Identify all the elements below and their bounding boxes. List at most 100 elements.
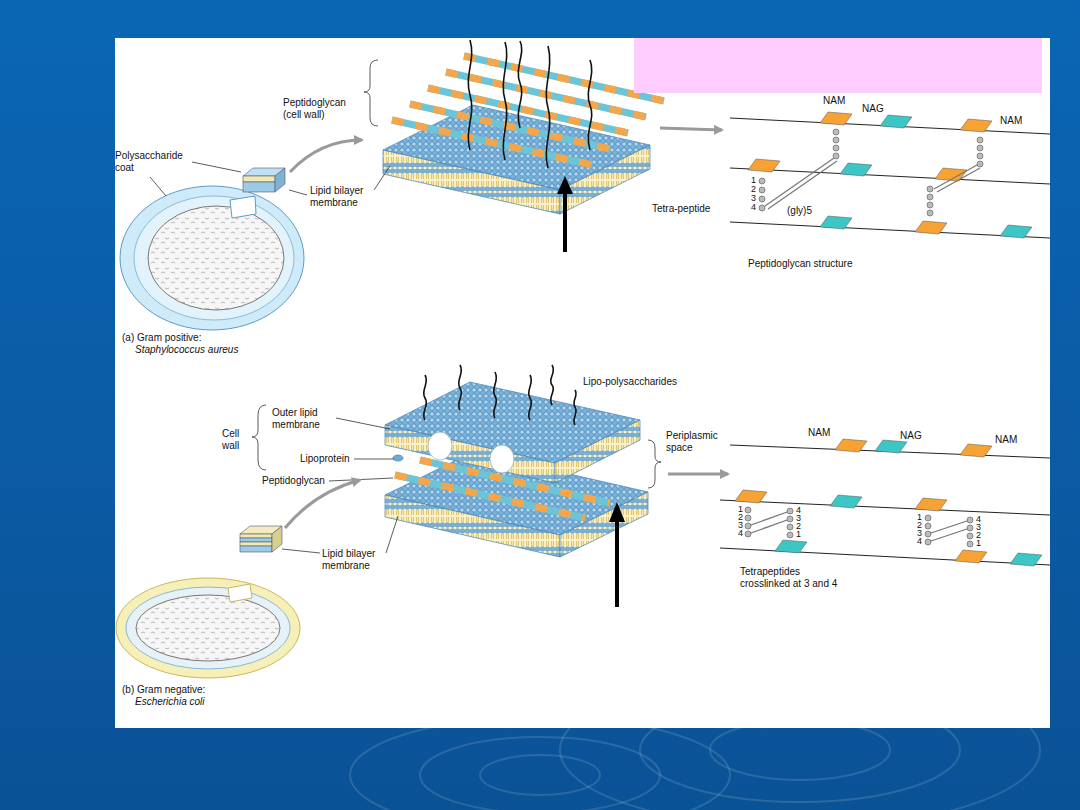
gram-positive-cell bbox=[134, 196, 294, 320]
sugar-units bbox=[748, 112, 1032, 238]
gly-bridges bbox=[765, 158, 980, 209]
outer-membrane-slab bbox=[490, 445, 514, 473]
crosslink-bonds bbox=[748, 519, 790, 534]
membrane-slab bbox=[560, 145, 650, 214]
callout-number: 4 bbox=[738, 529, 743, 538]
part-label: Cell wall bbox=[222, 428, 248, 452]
crosslink-bonds bbox=[748, 511, 970, 542]
membrane-slab bbox=[383, 150, 560, 214]
glycan-backbones bbox=[730, 222, 1050, 238]
callout-number: 2 bbox=[976, 531, 981, 540]
zoom-arrows bbox=[285, 480, 360, 528]
zoom-arrows bbox=[660, 128, 722, 130]
ripple-pattern bbox=[480, 755, 600, 795]
wall-sample-cube bbox=[240, 542, 272, 546]
peptidoglycan-layers bbox=[410, 104, 610, 149]
part-label: Peptidoglycan bbox=[262, 475, 325, 487]
outer-membrane-slab bbox=[428, 432, 452, 460]
callout-number: 3 bbox=[796, 514, 801, 523]
amino-acid-dots bbox=[977, 161, 983, 167]
amino-acid-dots bbox=[977, 153, 983, 159]
sugar-units bbox=[840, 163, 872, 176]
species-name: Escherichia coli bbox=[135, 696, 204, 708]
amino-acid-dots bbox=[977, 137, 983, 143]
leader-lines bbox=[252, 405, 661, 553]
sugar-label: NAG bbox=[862, 103, 884, 115]
part-label: Lipoprotein bbox=[300, 453, 349, 465]
callout-number: 4 bbox=[751, 203, 756, 212]
leader-lines bbox=[289, 190, 307, 195]
amino-acid-dots bbox=[833, 129, 839, 135]
lps-strands bbox=[574, 390, 576, 425]
membrane-slab bbox=[383, 105, 650, 214]
amino-acid-dots bbox=[759, 178, 765, 184]
amino-acid-dots bbox=[927, 202, 933, 208]
amino-acid-dots bbox=[759, 205, 765, 211]
amino-acid-dots bbox=[787, 508, 793, 514]
amino-acid-dots bbox=[925, 539, 931, 545]
gram-positive-cell bbox=[230, 196, 256, 218]
amino-acid-dots bbox=[787, 532, 793, 538]
leader-lines bbox=[150, 177, 166, 196]
part-label: Lipo-polysaccharides bbox=[583, 376, 677, 388]
callout-number: 3 bbox=[976, 523, 981, 532]
crosslink-bonds bbox=[928, 520, 970, 534]
part-label: (gly)5 bbox=[787, 205, 812, 217]
gram-positive-cell bbox=[148, 206, 284, 310]
part-label: Outer lipid membrane bbox=[272, 407, 334, 431]
gly-bridges bbox=[768, 161, 837, 209]
gly-bridges bbox=[937, 168, 980, 192]
focus-arrow bbox=[609, 502, 625, 522]
part-label: Polysaccharide coat bbox=[115, 150, 193, 174]
amino-acid-dots bbox=[745, 523, 751, 529]
lps-strands bbox=[424, 375, 427, 420]
amino-acid-dots bbox=[927, 210, 933, 216]
gly-bridges bbox=[934, 165, 977, 189]
teichoic-acid-strands bbox=[518, 41, 521, 128]
outer-membrane-slab bbox=[385, 382, 640, 483]
amino-acid-dots bbox=[925, 523, 931, 529]
leader-lines bbox=[354, 459, 394, 460]
glycan-backbones bbox=[720, 445, 1050, 565]
panel-caption: (b) Gram negative: bbox=[122, 684, 205, 696]
amino-acid-dots bbox=[745, 507, 751, 513]
peptidoglycan-layers bbox=[392, 120, 592, 165]
leader-lines bbox=[364, 60, 378, 126]
focus-arrow bbox=[557, 176, 573, 194]
glycan-backbones bbox=[720, 548, 1050, 565]
leader-lines bbox=[336, 418, 390, 429]
sugar-units bbox=[915, 498, 947, 511]
gram-negative-cell bbox=[116, 578, 300, 678]
glycan-backbones bbox=[730, 118, 1050, 238]
callout-number: 1 bbox=[796, 530, 801, 539]
gly-bridges bbox=[765, 158, 834, 206]
amino-acid-dots bbox=[833, 137, 839, 143]
sugar-units bbox=[1000, 225, 1032, 238]
wall-sample-cube bbox=[240, 546, 272, 552]
callout-number: 1 bbox=[751, 176, 756, 185]
sugar-units bbox=[748, 159, 780, 172]
callout-number: 3 bbox=[751, 194, 756, 203]
leader-lines bbox=[374, 166, 390, 190]
ripple-pattern bbox=[710, 720, 890, 780]
part-label: Periplasmic space bbox=[666, 430, 726, 454]
teichoic-acid-strands bbox=[468, 40, 591, 168]
sugar-label: NAM bbox=[808, 427, 830, 439]
crosslink-bonds bbox=[928, 528, 970, 542]
amino-acid-dots bbox=[927, 186, 933, 192]
wall-sample-cube bbox=[243, 168, 285, 192]
part-label: Lipid bilayer membrane bbox=[310, 185, 374, 209]
callout-number: 2 bbox=[751, 185, 756, 194]
sugar-units bbox=[880, 115, 912, 128]
amino-acid-dots bbox=[967, 525, 973, 531]
gram-negative-cell bbox=[116, 578, 300, 678]
panel-caption: (a) Gram positive: bbox=[122, 332, 201, 344]
leader-lines bbox=[386, 516, 398, 553]
leader-lines bbox=[252, 405, 266, 470]
zoom-arrows bbox=[290, 128, 722, 172]
figure-caption: Tetrapeptides crosslinked at 3 and 4 bbox=[740, 566, 852, 590]
sugar-units bbox=[775, 540, 807, 553]
amino-acid-dots bbox=[745, 515, 751, 521]
peptidoglycan-layers bbox=[392, 56, 664, 165]
teichoic-acid-strands bbox=[588, 60, 591, 150]
